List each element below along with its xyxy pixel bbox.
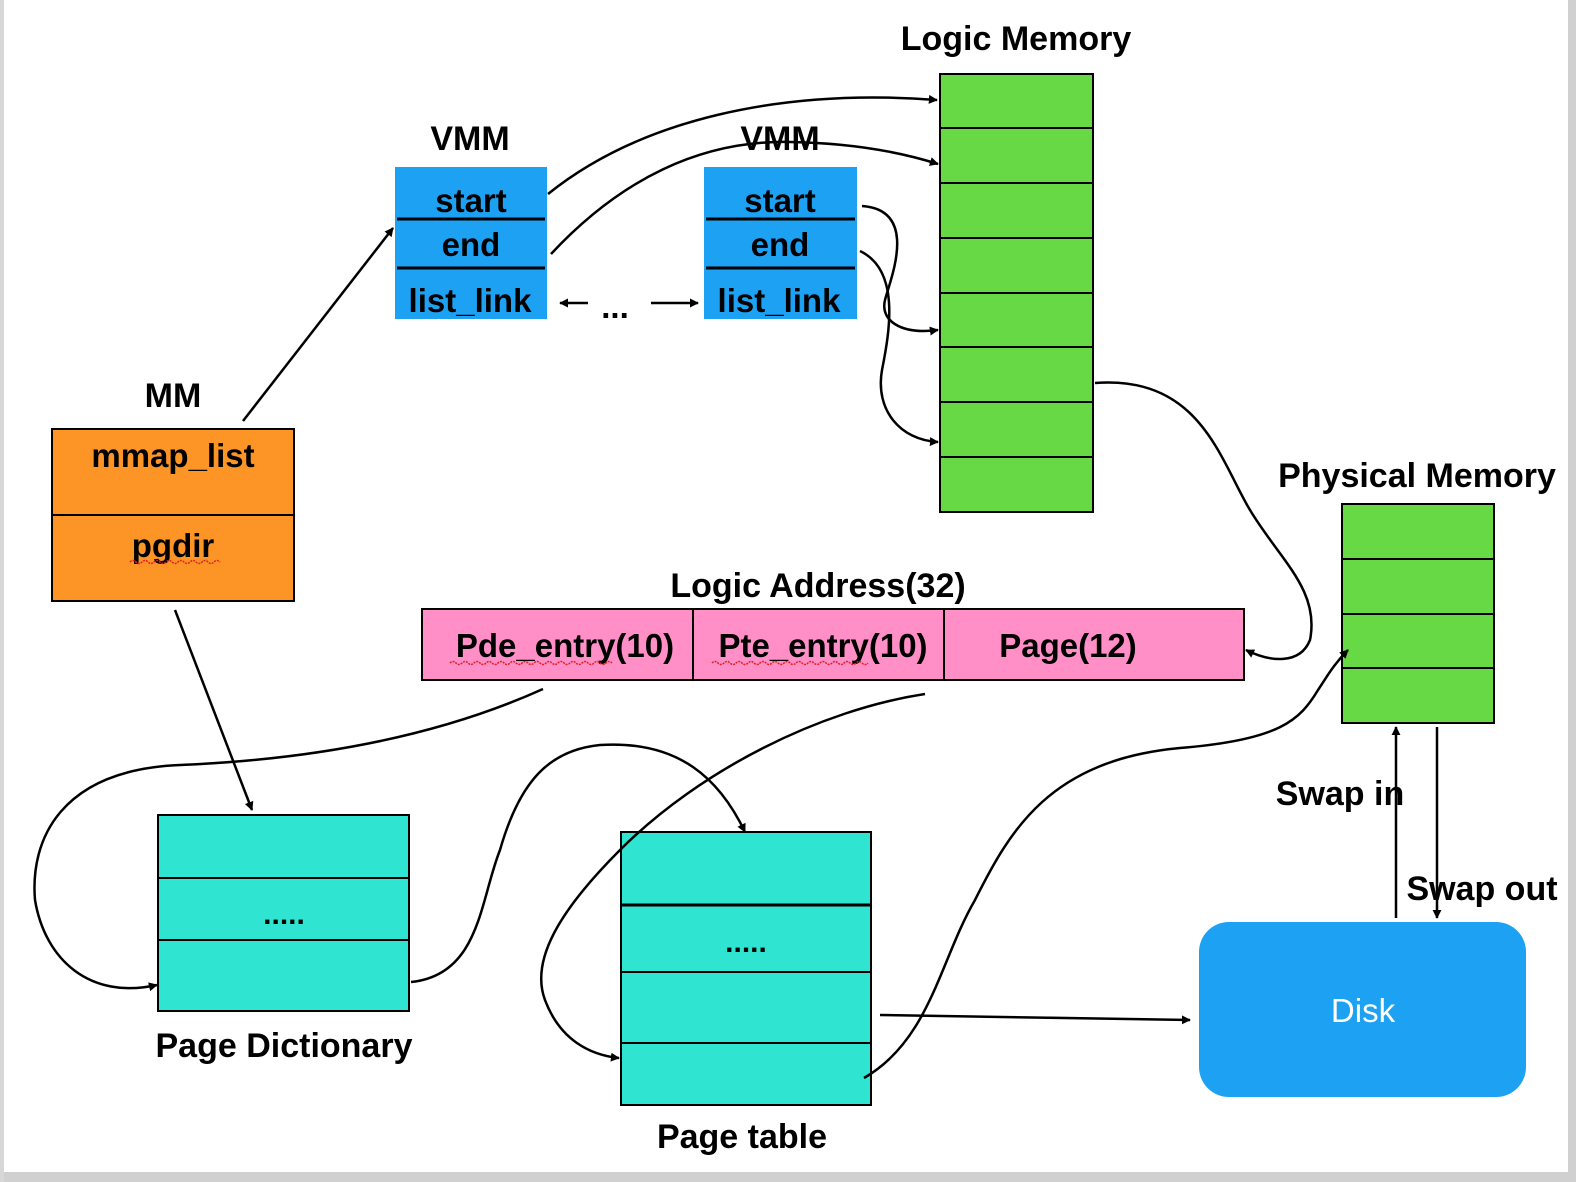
- page-table-box: [620, 831, 872, 1106]
- page-dictionary-to-page-table-arrow: [410, 743, 747, 984]
- list-ellipsis: ...: [601, 288, 629, 325]
- page-table-ellipsis: .....: [725, 926, 767, 959]
- page-table-to-physical-memory-arrow: [863, 649, 1349, 1080]
- mm-mmap-list-field: mmap_list: [91, 437, 254, 474]
- pde-entry-field: Pde_entry(10): [456, 627, 674, 664]
- spellcheck-underline: [449, 660, 613, 666]
- vmm-1-title: VMM: [430, 120, 509, 158]
- vmm-2-start-field: start: [744, 182, 816, 219]
- vmm-struct-1: VMM start end list_link: [395, 120, 547, 319]
- vmm-2-box: [704, 167, 857, 319]
- disk-box: [1199, 922, 1526, 1097]
- vmm-struct-2: VMM start end list_link: [704, 120, 857, 319]
- vmm-2-list-link-field: list_link: [718, 282, 842, 319]
- page-table: ..... Page table: [620, 831, 872, 1156]
- mm-pgdir-field: pgdir: [132, 527, 215, 564]
- spellcheck-underline: [129, 559, 221, 565]
- mm-struct: MM mmap_list pgdir: [51, 377, 295, 602]
- pde-to-page-dictionary-arrow: [33, 687, 544, 992]
- physical-memory: Physical Memory: [1278, 457, 1556, 724]
- vmm-1-box: [395, 167, 547, 319]
- pte-entry-field: Pte_entry(10): [718, 627, 927, 664]
- vmm-1-start-to-logic-memory-arrow: [547, 94, 938, 195]
- page-offset-field: Page(12): [999, 627, 1137, 664]
- spellcheck-underline: [711, 660, 869, 666]
- vmm-1-start-field: start: [435, 182, 507, 219]
- swap-in-label: Swap in: [1276, 775, 1404, 813]
- swap-out-label: Swap out: [1406, 870, 1557, 908]
- logic-address-box: [421, 608, 1245, 681]
- pte-to-page-table-arrow: [540, 692, 926, 1062]
- page-dictionary-box: [157, 814, 410, 1012]
- page-dictionary-title: Page Dictionary: [156, 1027, 413, 1065]
- vmm-1-end-to-logic-memory-arrow: [550, 140, 939, 255]
- disk-label: Disk: [1331, 992, 1396, 1029]
- logic-memory-title: Logic Memory: [901, 20, 1132, 58]
- logic-memory-dividers: [940, 127, 1093, 458]
- logic-memory: Logic Memory: [901, 20, 1132, 513]
- vmm-2-end-field: end: [751, 226, 810, 263]
- mm-to-vmm-arrow: [242, 227, 394, 422]
- page-table-to-disk-arrow: [879, 1013, 1191, 1025]
- mm-to-page-dictionary-arrow: [173, 609, 254, 811]
- page-table-title: Page table: [657, 1118, 827, 1156]
- logic-address-title: Logic Address(32): [670, 567, 965, 605]
- vmm-2-start-to-logic-memory-arrow: [861, 204, 939, 336]
- page-dictionary-ellipsis: .....: [263, 898, 305, 931]
- connectors: [33, 94, 1442, 1080]
- logic-memory-to-page-field-arrow: [1094, 381, 1313, 661]
- mm-title: MM: [145, 377, 202, 415]
- physical-memory-title: Physical Memory: [1278, 457, 1556, 495]
- logic-address: Logic Address(32) Pde_entry(10) Pte_entr…: [421, 567, 1245, 681]
- page-dictionary: ..... Page Dictionary: [156, 814, 413, 1065]
- vmm-2-title: VMM: [740, 120, 819, 158]
- vmm-2-end-to-logic-memory-arrow: [859, 249, 939, 447]
- vmm-1-list-link-field: list_link: [409, 282, 533, 319]
- vmm-1-end-field: end: [442, 226, 501, 263]
- disk: Disk: [1199, 922, 1526, 1097]
